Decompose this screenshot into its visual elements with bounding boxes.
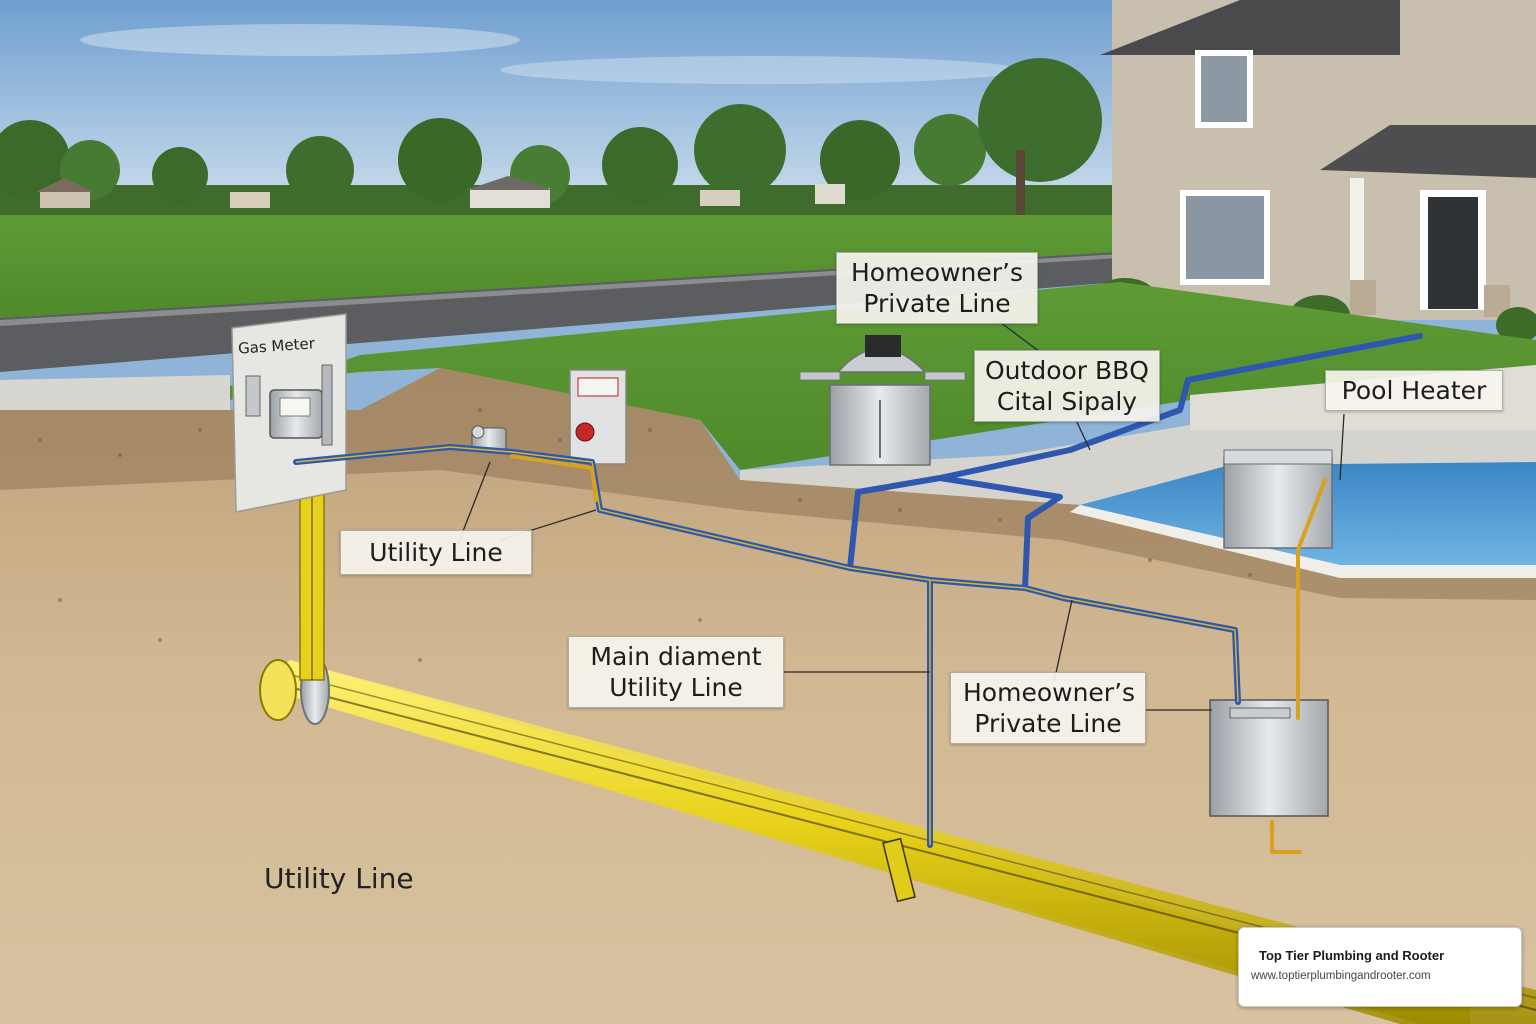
utility-line-bottom-label: Utility Line — [264, 862, 414, 895]
appliance-feed-lines — [510, 454, 1327, 854]
house — [1092, 0, 1536, 343]
brand-url[interactable]: www.toptierplumbingandrooter.com — [1251, 970, 1431, 982]
bbq-grill — [799, 335, 966, 466]
shutoff-valve — [471, 425, 507, 451]
label-line: Homeowner’s — [850, 258, 1024, 287]
cloud — [500, 56, 1020, 84]
branding-card: Top Tier Plumbing and Rooter www.toptier… — [1238, 927, 1522, 1007]
underground-appliance — [1209, 699, 1329, 817]
label-line: Private Line — [974, 709, 1122, 738]
label-line: Homeowner’s — [963, 678, 1136, 707]
brand-name: Top Tier Plumbing and Rooter — [1259, 948, 1445, 963]
pool-heater-label: Pool Heater — [1325, 370, 1503, 411]
near-lawn — [0, 282, 1536, 470]
label-line: Private Line — [863, 289, 1011, 318]
private-line-stripe — [295, 446, 1239, 845]
far-lawn — [0, 215, 1120, 318]
outdoor-bbq-label: Outdoor BBQ Cital Sipaly — [974, 350, 1160, 422]
pool-coping — [1070, 505, 1536, 578]
homeowner-private-line-label-lower: Homeowner’s Private Line — [950, 672, 1146, 744]
control-box — [569, 369, 627, 465]
homeowner-private-line-label-top: Homeowner’s Private Line — [836, 252, 1038, 324]
utility-line-upper-label: Utility Line — [340, 530, 532, 575]
topsoil-band — [0, 368, 1536, 600]
label-line: Outdoor BBQ — [985, 356, 1149, 385]
cloud — [80, 24, 520, 56]
tree-line — [0, 58, 1120, 225]
leader-lines — [457, 315, 1345, 711]
gravel — [38, 408, 1252, 662]
label-line: Utility Line — [609, 673, 743, 702]
meter-pad — [0, 375, 230, 410]
label-line: Main diament — [590, 642, 762, 671]
main-utility-pipe — [259, 659, 1536, 1024]
main-diament-label: Main diament Utility Line — [568, 636, 784, 708]
label-line: Cital Sipaly — [996, 387, 1138, 416]
